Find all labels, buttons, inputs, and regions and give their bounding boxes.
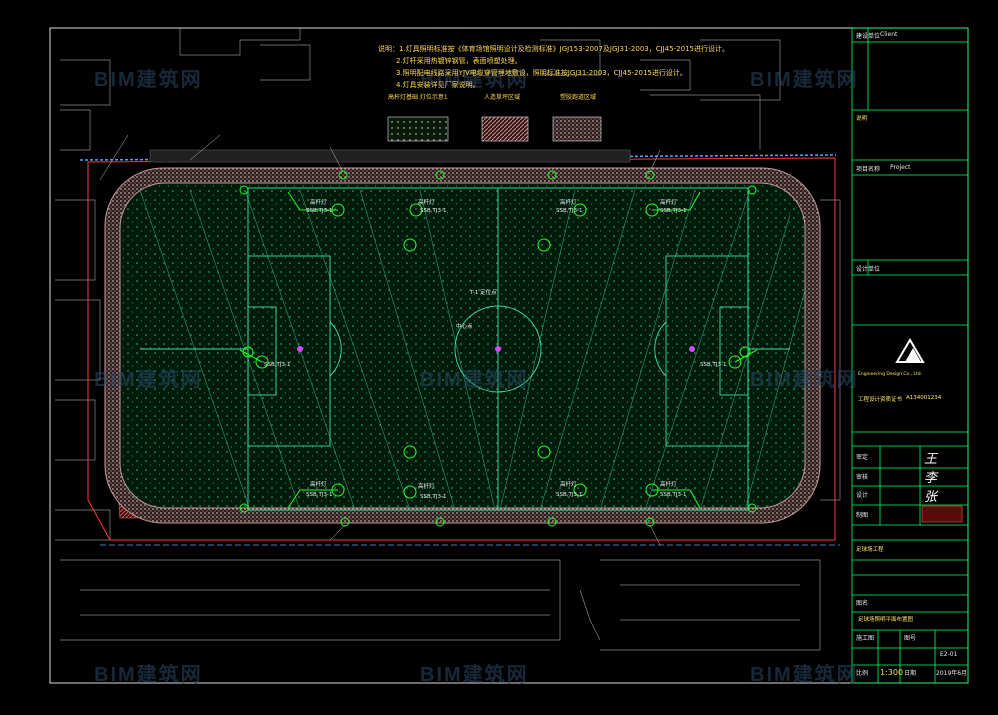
- center-spot: [495, 346, 501, 352]
- penalty-spot-right: [689, 346, 695, 352]
- note-line-1: 说明：1.灯具照明标准按《体育场馆照明设计及检测标准》JGJ153-2007及J…: [378, 45, 729, 53]
- legend-box-fine: [552, 116, 602, 142]
- project-label: 项目名称: [856, 166, 881, 173]
- pole-label: 高杆灯: [560, 200, 577, 206]
- watermark: BIM建筑网: [94, 69, 203, 91]
- watermark: BIM建筑网: [420, 664, 529, 686]
- note-line-4: 4.灯具安装详见厂家说明。: [396, 81, 480, 89]
- scale-value: 1:300: [880, 668, 904, 677]
- stage-label: 施工图: [856, 635, 875, 642]
- approved-label: 审核: [856, 474, 869, 481]
- drawing-title: 足球场照明平面布置图: [858, 617, 914, 623]
- pole-label: 高杆灯: [660, 200, 677, 206]
- watermark: BIM建筑网: [750, 69, 859, 91]
- checked-label: 审定: [856, 454, 869, 461]
- client-label-en: Client: [880, 31, 898, 38]
- center-label: 中心点: [456, 324, 473, 330]
- designer-label: 设计单位: [856, 266, 881, 273]
- pole-code: SSB,TJ3-1: [420, 494, 447, 500]
- watermark: BIM建筑网: [420, 69, 529, 91]
- track-inner-edge: [119, 182, 806, 509]
- cert-number: A134001234: [906, 395, 942, 401]
- pole-label: 高杆灯: [310, 482, 327, 488]
- drawing-label: 图名: [856, 600, 869, 607]
- date-label: 日期: [904, 670, 917, 677]
- signature: 张: [924, 490, 938, 505]
- site-boundary: [87, 157, 836, 541]
- top-planting-strip: [149, 149, 631, 163]
- notes-label: 说明: [856, 116, 868, 122]
- watermark: BIM建筑网: [420, 369, 529, 391]
- pole-code: SSB,TJ3-1: [306, 492, 333, 498]
- signature: 王: [924, 452, 938, 467]
- pole-label: 高杆灯: [418, 484, 435, 490]
- legend-box-hatch: [481, 116, 529, 142]
- number-label: 图号: [904, 635, 917, 642]
- client-label: 建设单位: [856, 33, 881, 40]
- watermark: BIM建筑网: [750, 369, 859, 391]
- note-line-2: 2.灯杆采用热镀锌钢管，表面喷塑处理。: [396, 57, 522, 65]
- aiming-lines: [139, 189, 806, 511]
- project-name: 足球场工程: [856, 547, 884, 553]
- pole-code: SSB,TJ3-1: [306, 208, 333, 214]
- signature: 李: [924, 471, 938, 486]
- date-value: 2019年6月: [936, 670, 968, 677]
- legend-label-3: 塑胶跑道区域: [560, 94, 597, 101]
- pole-code: SSB,TJ3-1: [660, 492, 687, 498]
- drawn-label: 制图: [856, 512, 869, 519]
- watermark: BIM建筑网: [750, 664, 859, 686]
- callout-label: T-1 定位点: [470, 290, 497, 296]
- light-poles: [239, 170, 758, 527]
- title-block: [851, 27, 969, 684]
- project-label-en: Project: [890, 164, 911, 171]
- pole-label: 高杆灯: [660, 482, 677, 488]
- firm-logo: [895, 338, 925, 363]
- goal-pole-code: SSB,TJ3-1: [700, 362, 727, 368]
- pole-code: SSB,TJ3-1: [660, 208, 687, 214]
- sheet-number: E2-01: [940, 651, 958, 658]
- pole-label: 高杆灯: [418, 200, 435, 206]
- designed-label: 设计: [856, 492, 869, 499]
- legend-label-2: 人造草坪区域: [484, 94, 521, 101]
- scale-label: 比例: [856, 670, 869, 677]
- pole-code: SSB,TJ3-1: [420, 208, 447, 214]
- pole-code: SSB,TJ3-1: [556, 208, 583, 214]
- pole-label: 高杆灯: [310, 200, 327, 206]
- callout-leaders: [99, 134, 661, 546]
- penalty-spot-left: [297, 346, 303, 352]
- watermark: BIM建筑网: [94, 369, 203, 391]
- note-line-3: 3.照明配电线路采用YJV电缆穿管埋地敷设，照明标准按JGJ31-2003，CJ…: [396, 69, 687, 77]
- firm-name-en: Engineering Design Co., Ltd.: [858, 372, 923, 377]
- legend-label-1: 高杆灯基础 灯位示意1: [388, 94, 448, 101]
- approval-stamp: [921, 505, 963, 523]
- surrounding-buildings: [55, 28, 841, 651]
- watermark: BIM建筑网: [94, 664, 203, 686]
- pole-code: SSB,TJ3-1: [556, 492, 583, 498]
- goal-pole-code: SSB,TJ3-1: [264, 362, 291, 368]
- legend-box-dots: [387, 116, 449, 142]
- pole-label: 高杆灯: [560, 482, 577, 488]
- cert-label: 工程设计资质证书: [858, 397, 903, 403]
